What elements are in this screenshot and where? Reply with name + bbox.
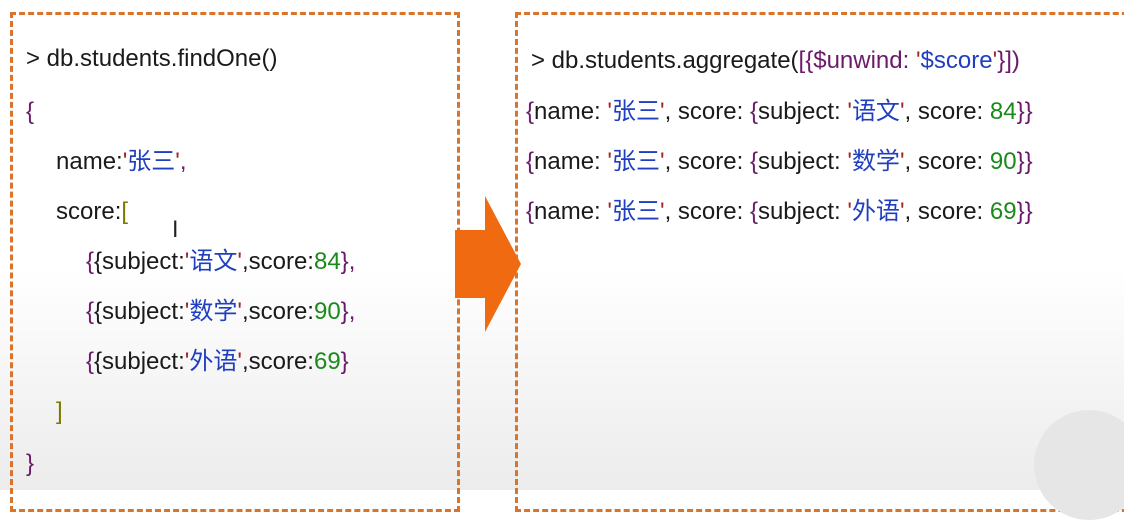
subject-key: {subject: — [94, 248, 185, 275]
subject-value: 语文 — [189, 248, 238, 275]
subject-row: {{subject:'外语',score:69} — [86, 348, 349, 375]
find-one-command-text: > db.students.findOne() — [26, 45, 278, 72]
close-brace: } — [26, 450, 35, 477]
score-value: 90 — [313, 298, 341, 325]
name-value: 张三 — [127, 148, 176, 175]
aggregate-panel — [515, 12, 1124, 512]
result-name: 张三 — [611, 98, 660, 125]
result-score: 69 — [989, 198, 1017, 225]
open-brace: { — [26, 98, 35, 125]
score-key: ,score: — [241, 348, 314, 375]
subject-key: {subject: — [94, 298, 185, 325]
result-subject: 语文 — [851, 98, 900, 125]
find-one-command: > db.students.findOne() — [26, 44, 277, 74]
score-key: ,score: — [241, 248, 314, 275]
text-cursor-icon: I — [172, 218, 179, 243]
result-name: 张三 — [611, 148, 660, 175]
result-score: 90 — [989, 148, 1017, 175]
score-value: 84 — [313, 248, 341, 275]
score-close-bracket: ] — [56, 398, 63, 425]
aggregate-command-prefix: > db.students.aggregate( — [531, 47, 799, 74]
score-field: score:[ — [56, 197, 128, 227]
result-row: {name: '张三', score: {subject: '语文', scor… — [526, 98, 1033, 125]
name-field: name:'张三', — [56, 148, 187, 175]
right-arrow-icon — [455, 196, 521, 332]
result-name: 张三 — [611, 198, 660, 225]
unwind-stage: [{$unwind: — [798, 47, 916, 74]
score-value: 69 — [313, 348, 341, 375]
result-row: {name: '张三', score: {subject: '数学', scor… — [526, 148, 1033, 175]
name-key: name: — [56, 148, 123, 175]
subject-value: 外语 — [189, 348, 238, 375]
subject-row: {{subject:'数学',score:90}, — [86, 298, 356, 325]
result-score: 84 — [989, 98, 1017, 125]
unwind-field: $score — [920, 47, 993, 74]
subject-value: 数学 — [189, 298, 238, 325]
score-key: score: — [56, 198, 122, 225]
score-open-bracket: [ — [121, 198, 129, 225]
result-subject: 外语 — [851, 198, 900, 225]
subject-row: {{subject:'语文',score:84}, — [86, 248, 356, 275]
score-key: ,score: — [241, 298, 314, 325]
result-subject: 数学 — [851, 148, 900, 175]
result-row: {name: '张三', score: {subject: '外语', scor… — [526, 198, 1033, 225]
subject-key: {subject: — [94, 348, 185, 375]
aggregate-command: > db.students.aggregate([{$unwind: '$sco… — [531, 47, 1020, 74]
